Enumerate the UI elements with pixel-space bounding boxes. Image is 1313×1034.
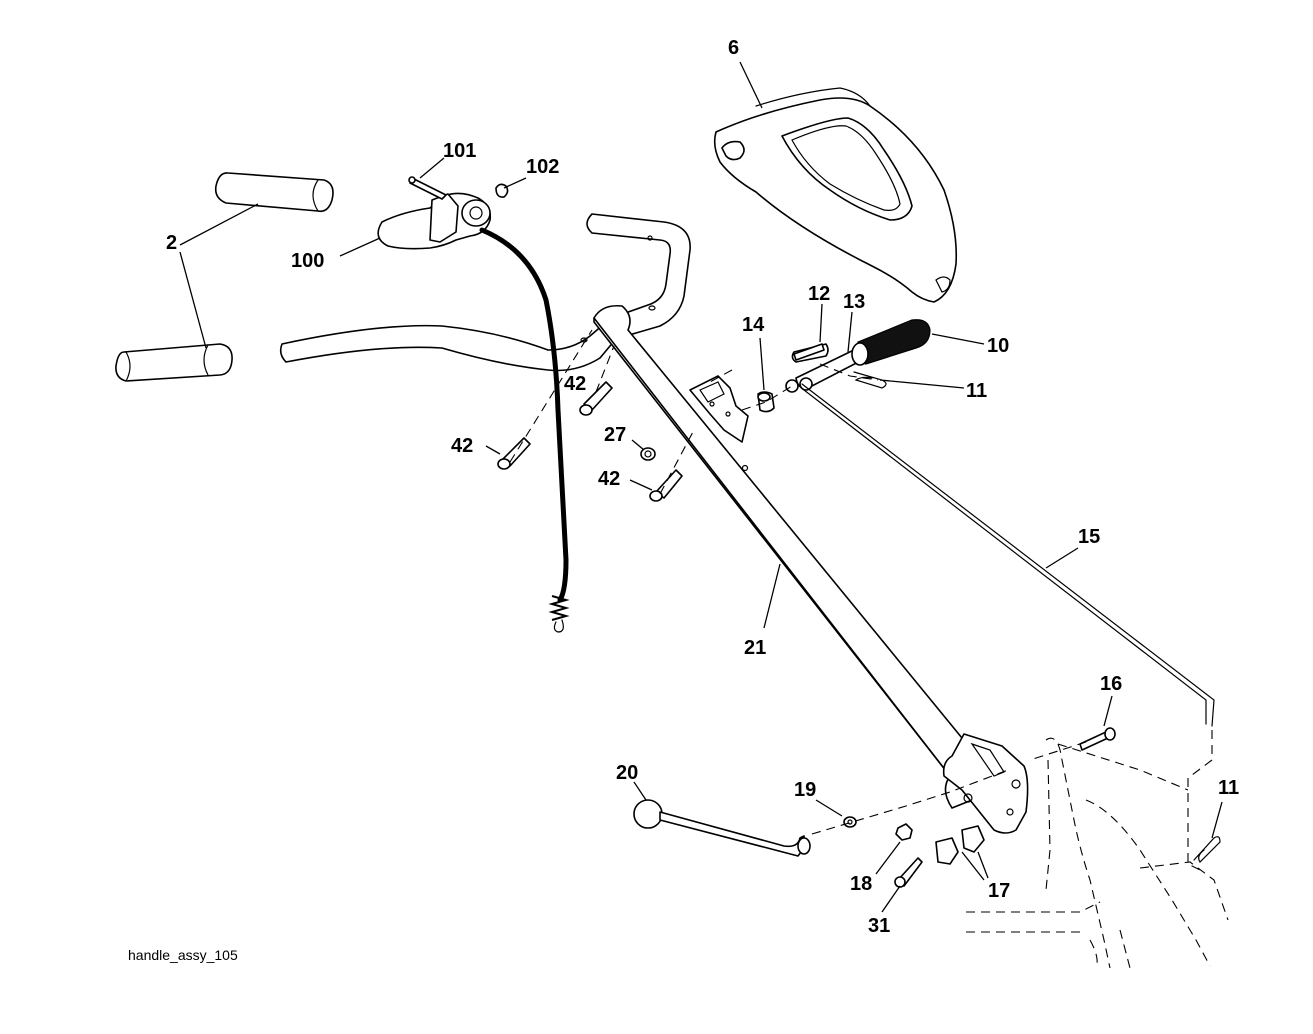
shift-rod bbox=[801, 383, 1215, 727]
callout-18: 18 bbox=[850, 873, 872, 895]
grip-lower bbox=[115, 343, 233, 382]
hairpin-clip-lower bbox=[1193, 836, 1221, 863]
tiller-frame-outline bbox=[966, 737, 1229, 969]
shift-lever bbox=[785, 319, 931, 393]
grip-upper bbox=[214, 172, 334, 213]
callout-31: 31 bbox=[868, 915, 890, 937]
hairpin-clip-upper bbox=[853, 371, 887, 389]
callout-13: 13 bbox=[843, 291, 865, 313]
callout-19: 19 bbox=[794, 779, 816, 801]
callout-101: 101 bbox=[443, 140, 476, 162]
screw-42-lower bbox=[649, 469, 683, 502]
bushings-17 bbox=[935, 825, 985, 865]
callout-20: 20 bbox=[616, 762, 638, 784]
callout-11-lower: 11 bbox=[1218, 777, 1239, 799]
callout-17: 17 bbox=[988, 880, 1010, 902]
control-lever bbox=[377, 176, 492, 250]
nut-27 bbox=[640, 447, 656, 461]
lock-rod bbox=[633, 799, 811, 857]
callouts: 2 6 101 102 100 12 13 14 10 11 42 27 42 … bbox=[166, 37, 1239, 937]
callout-15: 15 bbox=[1078, 526, 1100, 548]
callout-100: 100 bbox=[291, 250, 324, 272]
handlebar bbox=[279, 213, 691, 372]
handle-tube bbox=[593, 304, 983, 809]
callout-10: 10 bbox=[987, 335, 1009, 357]
screw-42-left bbox=[497, 437, 531, 470]
console-cover bbox=[713, 87, 958, 303]
bolt-31 bbox=[894, 857, 923, 888]
callout-14: 14 bbox=[742, 314, 765, 336]
bolt-16 bbox=[1079, 727, 1116, 751]
washer-19 bbox=[843, 816, 857, 828]
callout-11-upper: 11 bbox=[966, 380, 987, 402]
callout-42-upper: 42 bbox=[564, 373, 586, 395]
screw-42-upper bbox=[579, 381, 613, 416]
assembly-lines bbox=[509, 329, 1213, 871]
callout-42-left: 42 bbox=[451, 435, 473, 457]
clip-102 bbox=[495, 183, 509, 198]
callout-21: 21 bbox=[744, 637, 766, 659]
callout-6: 6 bbox=[728, 37, 739, 59]
callout-2: 2 bbox=[166, 232, 177, 254]
callout-16: 16 bbox=[1100, 673, 1122, 695]
diagram-caption: handle_assy_105 bbox=[128, 947, 238, 963]
shift-bracket bbox=[689, 375, 749, 443]
control-cable bbox=[479, 227, 570, 633]
spacer bbox=[757, 391, 775, 413]
tube-bracket bbox=[942, 733, 1029, 834]
callout-42-lower: 42 bbox=[598, 468, 620, 490]
leader-lines bbox=[179, 61, 1223, 913]
callout-12: 12 bbox=[808, 283, 830, 305]
callout-102: 102 bbox=[526, 156, 559, 178]
nut-18 bbox=[895, 823, 913, 841]
callout-27: 27 bbox=[604, 424, 626, 446]
bolt-12 bbox=[793, 343, 825, 361]
